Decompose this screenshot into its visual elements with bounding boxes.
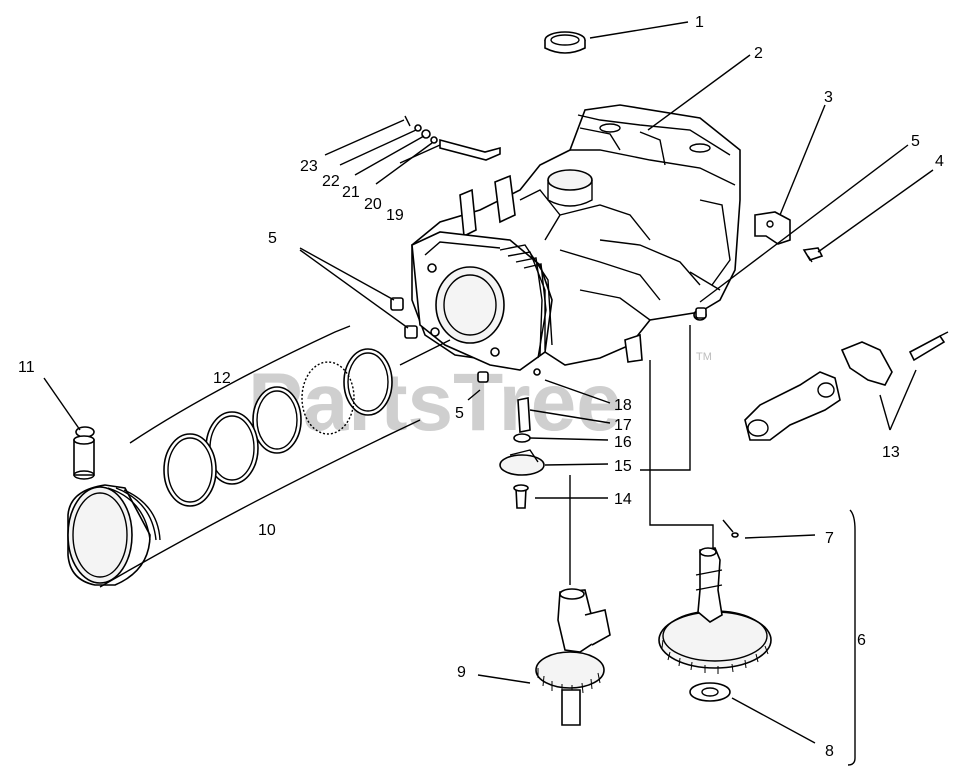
callout-14: 14 <box>614 491 632 508</box>
part-connecting-rod <box>744 331 949 441</box>
callout-19: 19 <box>386 207 404 224</box>
part-governor-assembly <box>499 368 545 509</box>
callout-23: 23 <box>300 158 318 175</box>
part-crankshaft <box>535 588 611 726</box>
part-piston <box>67 484 161 586</box>
part-screw <box>802 247 824 263</box>
callout-17: 17 <box>614 417 632 434</box>
part-crankcase <box>411 104 741 371</box>
callout-16: 16 <box>614 434 632 451</box>
callout-13: 13 <box>882 444 900 461</box>
callout-8: 8 <box>825 743 834 760</box>
part-wrist-pin <box>73 426 95 480</box>
callout-18: 18 <box>614 397 632 414</box>
part-camshaft <box>658 547 772 674</box>
callout-5: 5 <box>455 405 464 422</box>
callout-22: 22 <box>322 173 340 190</box>
callout-20: 20 <box>364 196 382 213</box>
callout-3: 3 <box>824 89 833 106</box>
part-washer <box>689 682 731 702</box>
part-linkage <box>404 115 501 161</box>
watermark-trademark: TM <box>696 351 712 363</box>
callout-12: 12 <box>213 370 231 387</box>
leader-lines <box>43 21 934 744</box>
callout-15: 15 <box>614 458 632 475</box>
callout-5: 5 <box>911 133 920 150</box>
grouping-lines <box>99 325 856 766</box>
callout-9: 9 <box>457 664 466 681</box>
callout-10: 10 <box>258 522 276 539</box>
callout-6: 6 <box>857 632 866 649</box>
part-seal-ring <box>544 31 586 54</box>
part-bracket <box>754 211 791 245</box>
callout-11: 11 <box>18 359 35 376</box>
callout-7: 7 <box>825 530 834 547</box>
callout-1: 1 <box>695 14 704 31</box>
callout-5: 5 <box>268 230 277 247</box>
part-dowel-pins <box>390 297 707 383</box>
part-piston-rings <box>163 348 393 507</box>
callout-21: 21 <box>342 184 360 201</box>
part-small-pin <box>722 519 739 538</box>
callout-2: 2 <box>754 45 763 62</box>
callout-labels: 1 2 3 5 4 5 5 7 6 8 9 10 11 12 13 14 15 … <box>18 14 944 760</box>
callout-4: 4 <box>935 153 944 170</box>
watermark: PartsTree <box>248 357 622 448</box>
